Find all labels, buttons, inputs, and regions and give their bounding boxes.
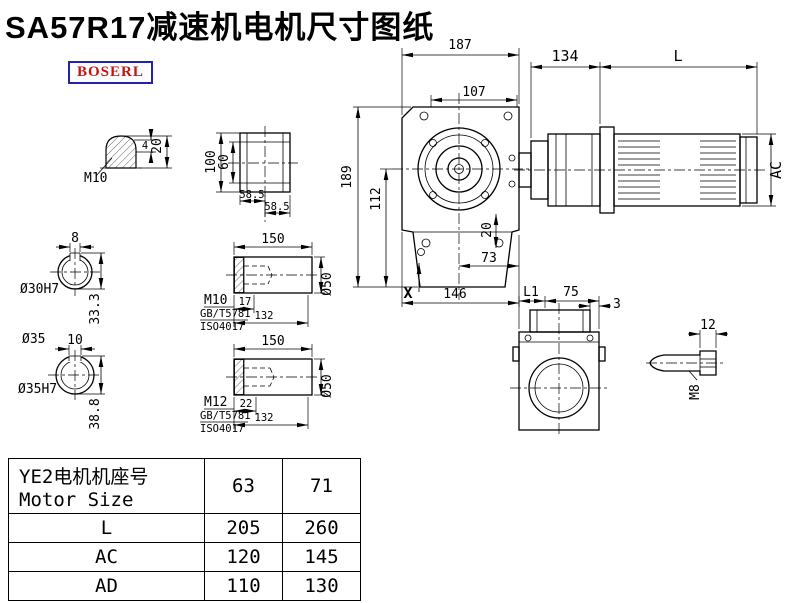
dim-10: 10 [67,333,83,348]
dim-L: L [673,47,682,65]
dim-73: 73 [481,251,497,266]
table-cell-label: L [8,513,205,543]
dim-132-a: 132 [255,310,274,322]
table-header-row: YE2电机机座号 Motor Size 63 71 [8,458,361,514]
dim-12: 12 [700,318,716,333]
dim-150-a: 150 [261,232,284,247]
dim-58-5-b: 58.5 [264,201,289,213]
bolt-detail-view: 12 M8 [646,318,728,400]
label-std-iso-b: ISO4017 [200,423,244,435]
dim-75: 75 [563,285,579,300]
gearbox-front-view: 187 107 189 112 20 73 146 X [340,38,530,307]
dim-17: 17 [239,296,252,308]
table-cell-value: 110 [204,571,283,601]
dim-187: 187 [448,38,471,53]
dim-AC: AC [767,161,785,179]
table-row-L: L 205 260 [8,513,361,543]
label-std-gb-a: GB/T5781 [200,308,251,320]
label-od-35: Ø35 [22,332,45,347]
dim-20-offset: 20 [480,222,495,238]
motor-side-view: 134 L AC [514,47,785,214]
dim-38-8: 38.8 [88,398,103,429]
label-x: X [403,284,412,302]
label-m10: M10 [84,171,107,186]
dim-dia-50-a: Ø50 [320,272,335,295]
label-bore-30h7: Ø30H7 [20,282,59,297]
dim-107: 107 [462,85,485,100]
table-cell-label: AC [8,542,205,572]
dim-4: 4 [142,140,148,152]
table-cell-value: 120 [204,542,283,572]
dim-132-b: 132 [255,412,274,424]
label-bore-35h7: Ø35H7 [18,382,57,397]
table-cell-label: AD [8,571,205,601]
dim-dia-50-b: Ø50 [320,374,335,397]
table-cell-value: 130 [282,571,361,601]
dim-58-5-a: 58.5 [239,189,264,201]
table-row-AD: AD 110 130 [8,571,361,601]
motor-size-table: YE2电机机座号 Motor Size 63 71 L 205 260 AC 1… [8,458,361,601]
table-header-size-63: 63 [204,458,283,514]
page-title: SA57R17减速机电机尺寸图纸 [5,10,435,45]
keyway-bore-view-35: 10 38.8 Ø35H7 [18,333,105,430]
label-std-gb-b: GB/T5781 [200,410,251,422]
dim-134: 134 [551,47,578,65]
table-header-line1: YE2电机机座号 [19,465,149,488]
dim-3: 3 [613,297,621,312]
table-header-label-cell: YE2电机机座号 Motor Size [8,458,205,514]
dim-146: 146 [443,287,466,302]
keyway-bore-view-30: 8 33.3 Ø30H7 Ø35 [20,231,105,347]
brand-logo: BOSERL [68,61,153,84]
dim-20-end: 20 [150,138,165,154]
dim-22: 22 [240,398,253,410]
dim-33-3: 33.3 [88,293,103,324]
table-cell-value: 145 [282,542,361,572]
dim-100: 100 [204,150,219,173]
table-cell-value: 260 [282,513,361,543]
table-header-size-71: 71 [282,458,361,514]
label-thread-m10: M10 [204,293,227,308]
dim-112: 112 [369,187,384,210]
dim-189: 189 [340,165,355,188]
dim-8: 8 [71,231,79,246]
label-thread-m12: M12 [204,395,227,410]
table-row-AC: AC 120 145 [8,542,361,572]
shaft-detail-m12: 150 Ø50 M12 GB/T5781 ISO4017 22 132 [200,334,335,435]
dim-60: 60 [217,154,232,170]
output-flange-view: L1 75 3 [510,285,621,437]
table-header-line2: Motor Size [19,488,134,511]
label-std-iso-a: ISO4017 [200,321,244,333]
label-m8: M8 [688,384,703,400]
shaft-detail-m10: 150 Ø50 M10 GB/T5781 ISO4017 17 132 [200,232,335,333]
shaft-sleeve-top-view: 100 60 58.5 58.5 [204,126,298,222]
shaft-end-detail-view: M10 4 20 [84,129,172,186]
dim-150-b: 150 [261,334,284,349]
dim-L1: L1 [523,285,539,300]
table-cell-value: 205 [204,513,283,543]
